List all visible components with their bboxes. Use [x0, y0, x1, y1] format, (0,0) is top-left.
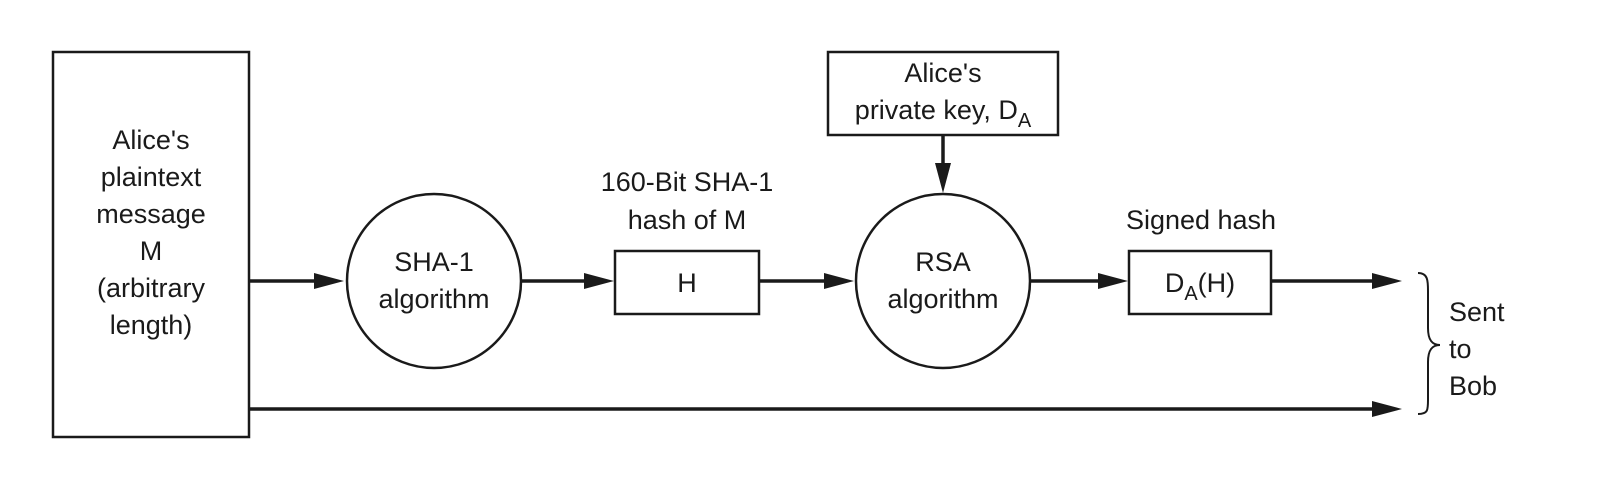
signed-hash-node: DA(H): [1127, 249, 1273, 316]
plaintext-line-6: length): [110, 310, 193, 340]
private-key-line-1: Alice's: [904, 58, 981, 88]
arrow-key-to-rsa: [935, 135, 951, 193]
arrow-message-to-sha: [249, 273, 344, 289]
sha1-line-2: algorithm: [378, 284, 489, 314]
sha1-algorithm-node: SHA-1 algorithm: [345, 192, 523, 370]
hash-node: H: [613, 249, 761, 316]
plaintext-line-1: Alice's: [112, 125, 189, 155]
arrowhead: [1098, 273, 1128, 289]
plaintext-message-box: [51, 50, 251, 439]
private-key-box: [826, 50, 1060, 137]
plaintext-line-5: (arbitrary: [97, 273, 206, 303]
arrowhead: [314, 273, 344, 289]
plaintext-line-2: plaintext: [101, 162, 202, 192]
private-key-node: Alice's private key, DA: [826, 50, 1060, 137]
sent-to-bob-line-3: Bob: [1449, 371, 1497, 401]
arrowhead: [584, 273, 614, 289]
plaintext-message-node: Alice's plaintext message M (arbitrary l…: [51, 50, 251, 439]
arrowhead: [1372, 273, 1402, 289]
hash-label-line-1: 160-Bit SHA-1: [601, 167, 774, 197]
sent-to-bob-label: Sent to Bob: [1449, 297, 1505, 401]
arrow-message-to-bob: [249, 401, 1402, 417]
arrowhead: [824, 273, 854, 289]
arrow-rsa-to-signed: [1030, 273, 1128, 289]
arrow-sha-to-hash: [521, 273, 614, 289]
hash-label-line-2: hash of M: [628, 205, 747, 235]
signed-hash-box-label: DA(H): [1165, 268, 1235, 305]
hash-label: 160-Bit SHA-1 hash of M: [601, 167, 774, 235]
private-key-line-2: private key, DA: [855, 95, 1032, 132]
arrowhead: [935, 163, 951, 193]
rsa-line-1: RSA: [915, 247, 971, 277]
arrow-hash-to-rsa: [759, 273, 854, 289]
rsa-line-2: algorithm: [887, 284, 998, 314]
rsa-algorithm-node: RSA algorithm: [854, 192, 1032, 370]
arrow-signed-to-bob: [1271, 273, 1402, 289]
grouping-brace: [1417, 272, 1441, 415]
signed-hash-label: Signed hash: [1126, 205, 1276, 235]
hash-box-label: H: [677, 268, 697, 298]
plaintext-line-4: M: [140, 236, 163, 266]
rsa-circle: [854, 192, 1032, 370]
sha1-line-1: SHA-1: [394, 247, 474, 277]
plaintext-line-3: message: [96, 199, 206, 229]
arrowhead: [1372, 401, 1402, 417]
sha1-circle: [345, 192, 523, 370]
sent-to-bob-line-1: Sent: [1449, 297, 1505, 327]
sent-to-bob-line-2: to: [1449, 334, 1472, 364]
